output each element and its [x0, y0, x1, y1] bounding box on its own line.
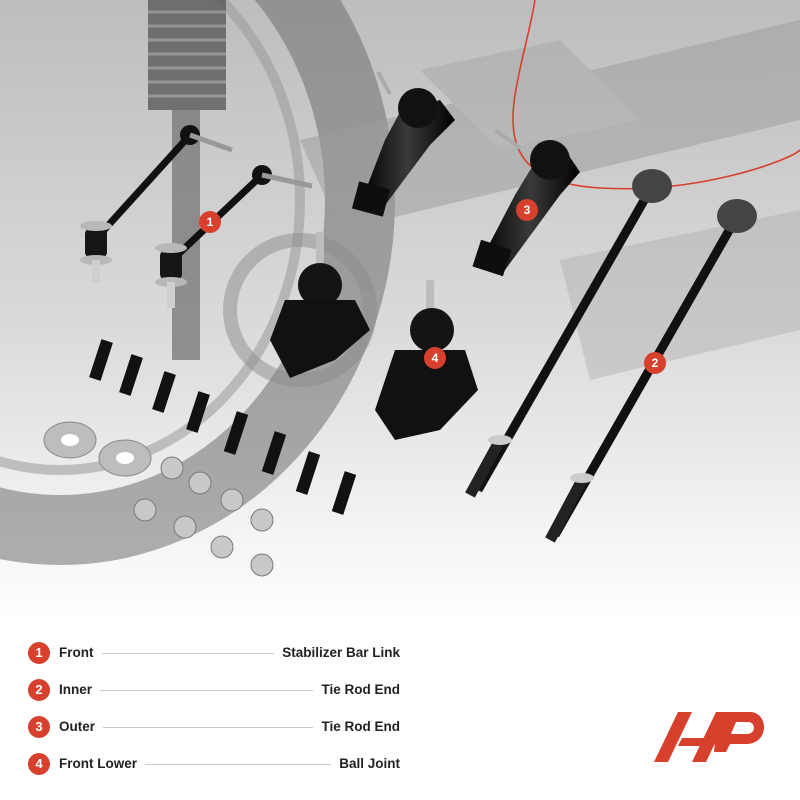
callout-1-number: 1 — [207, 215, 214, 229]
stabilizer-bar-link-left — [80, 125, 233, 282]
legend-position-label: Inner — [59, 682, 93, 697]
legend-row-4: 4 Front Lower Ball Joint — [28, 745, 400, 782]
hardware-bolts — [89, 339, 357, 515]
legend-position-label: Front Lower — [59, 756, 137, 771]
callout-2-number: 2 — [652, 356, 659, 370]
parts-legend: 1 Front Stabilizer Bar Link 2 Inner Tie … — [28, 634, 400, 782]
callout-4-number: 4 — [432, 351, 439, 365]
accent-arc — [512, 0, 800, 190]
legend-row-3: 3 Outer Tie Rod End — [28, 708, 400, 745]
legend-position-label: Front — [59, 645, 94, 660]
background-strut — [148, 0, 226, 360]
legend-number-badge: 1 — [28, 641, 50, 664]
product-illustration: 1 2 3 4 — [0, 0, 800, 620]
background-frame — [223, 20, 800, 387]
leader-line — [145, 763, 332, 765]
legend-number-badge: 4 — [28, 752, 50, 775]
legend-position-label: Outer — [59, 719, 96, 734]
legend-part-label: Tie Rod End — [321, 719, 400, 734]
ball-joint-upper — [270, 232, 370, 378]
legend-row-2: 2 Inner Tie Rod End — [28, 671, 400, 708]
legend-part-label: Ball Joint — [339, 756, 400, 771]
callout-3-number: 3 — [524, 203, 531, 217]
legend-row-1: 1 Front Stabilizer Bar Link — [28, 634, 400, 671]
hardware-nuts — [133, 456, 274, 577]
legend-number-badge: 3 — [28, 715, 50, 738]
callout-4: 4 — [424, 347, 446, 369]
product-photo: 1 2 3 4 — [0, 0, 800, 620]
brand-logo-icon — [652, 708, 772, 764]
inner-tie-rod-end-left — [465, 169, 672, 498]
leader-line — [103, 726, 314, 728]
legend-part-label: Stabilizer Bar Link — [282, 645, 400, 660]
outer-tie-rod-end-left — [351, 71, 455, 217]
callout-3: 3 — [516, 199, 538, 221]
inner-tie-rod-end-right — [545, 199, 757, 543]
ball-joint-lower — [375, 280, 478, 440]
legend-part-label: Tie Rod End — [321, 682, 400, 697]
callout-1: 1 — [199, 211, 221, 233]
callout-2: 2 — [644, 352, 666, 374]
leader-line — [100, 689, 314, 691]
legend-number-badge: 2 — [28, 678, 50, 701]
leader-line — [101, 652, 275, 654]
hardware-washers — [43, 421, 152, 477]
brand-logo-mark — [654, 712, 764, 762]
